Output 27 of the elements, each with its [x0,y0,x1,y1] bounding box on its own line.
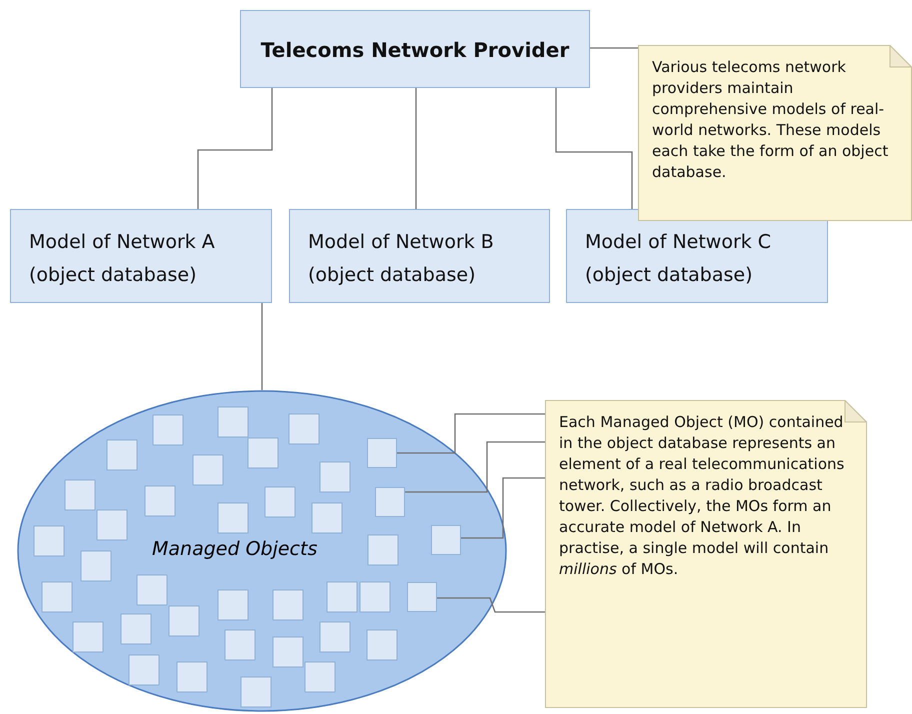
managed-object-square [431,525,461,555]
managed-object-square [375,487,405,517]
note-card [638,45,912,221]
connector-line [590,47,638,49]
box-label: Model of Network B (object database) [308,230,495,288]
model-box [566,209,828,303]
leader-line [405,441,545,493]
box-label: Model of Network A (object database) [29,230,216,288]
managed-object-square [367,438,397,468]
connector-line [261,303,263,390]
managed-object-square [407,582,437,612]
leader-line [461,477,545,539]
box-label: Telecoms Network Provider [260,37,570,64]
note-text: Various telecoms network providers maintain comprehensive models of real-world networks. These models each take the form of an object database. [652,57,890,183]
provider-box [240,10,590,88]
leader-line [437,597,545,613]
connector-line [415,88,417,209]
connector-line [197,88,273,209]
note-card [545,400,867,708]
ellipse-label: Managed Objects [152,538,318,560]
model-box [289,209,550,303]
box-label: Model of Network C (object database) [585,230,772,288]
managed-objects-ellipse [17,390,507,712]
model-box [10,209,272,303]
connector-line [555,88,633,209]
note-text: Each Managed Object (MO) contained in the object database represents an element of a real telecommunications network, such as a radio broadcast tower. Collectively, the MOs form an accurate model of Network A. In practise, a single model will contain millions of MOs. [559,412,846,580]
leader-line [397,413,545,454]
